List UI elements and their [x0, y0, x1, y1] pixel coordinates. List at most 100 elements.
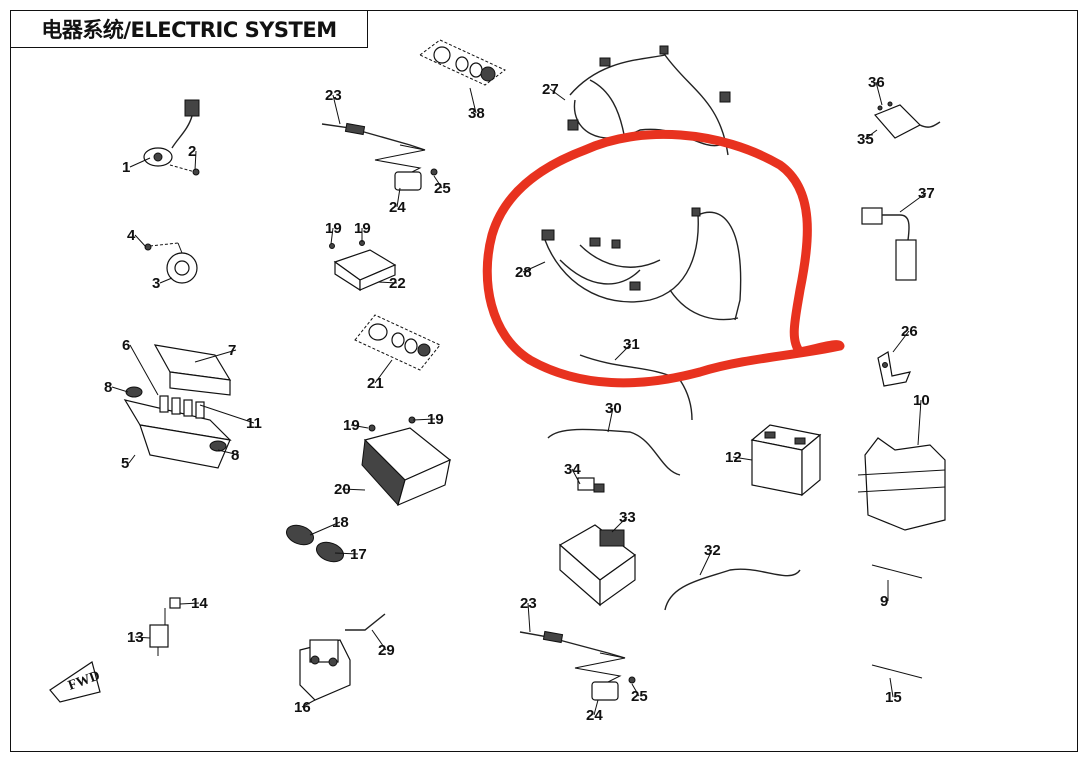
- wire-31-drawing: [579, 354, 693, 421]
- part-number-label: 4: [127, 227, 136, 244]
- connector-34-drawing: [577, 477, 605, 493]
- leader-line: [128, 454, 136, 464]
- leader-line: [469, 87, 477, 114]
- part-number-label: 13: [127, 629, 144, 646]
- leader-line: [330, 227, 334, 245]
- leader-line: [301, 699, 316, 708]
- switch-kit-drawing: [354, 314, 441, 371]
- leader-line: [371, 629, 387, 651]
- part-number-label: 35: [857, 131, 874, 148]
- part-number-label: 23: [520, 595, 537, 612]
- relay-part-drawing: [149, 597, 181, 656]
- leader-line: [864, 129, 878, 140]
- leader-line: [549, 88, 566, 101]
- leader-line: [593, 699, 599, 716]
- ignition-coil-top-drawing: [321, 122, 438, 191]
- part-number-label: 25: [434, 180, 451, 197]
- leader-line: [129, 157, 151, 168]
- wire-29-drawing: [345, 613, 386, 631]
- sub-harness-drawing: [541, 207, 742, 321]
- leader-line: [892, 330, 910, 353]
- part-number-label: 11: [246, 415, 262, 432]
- red-annotation-circle: [482, 129, 845, 388]
- leader-line: [134, 234, 147, 248]
- part-number-label: 19: [427, 411, 444, 428]
- leader-line: [699, 549, 713, 576]
- leader-line: [631, 683, 640, 697]
- part-number-label: 14: [191, 595, 208, 612]
- part-number-label: 36: [868, 74, 885, 91]
- cdi-module-drawing: [329, 240, 397, 292]
- part-number-label: 19: [343, 417, 360, 434]
- wire-30-drawing: [547, 428, 681, 476]
- leader-line: [350, 424, 369, 429]
- leader-line: [217, 449, 240, 456]
- leader-line: [614, 343, 632, 361]
- leader-line: [396, 187, 401, 208]
- leader-line: [527, 602, 531, 633]
- wire-15-drawing: [871, 664, 923, 679]
- wire-9-drawing: [871, 564, 923, 579]
- starter-relay-drawing: [299, 639, 351, 701]
- part-number-label: 8: [231, 447, 239, 464]
- part-number-label: 38: [468, 105, 485, 122]
- leader-line: [199, 404, 255, 424]
- part-number-label: 21: [367, 375, 384, 392]
- wire-32-drawing: [664, 568, 801, 611]
- part-number-label: 15: [885, 689, 902, 706]
- leader-line: [159, 277, 173, 284]
- leader-line: [309, 521, 341, 536]
- leader-line: [194, 349, 237, 363]
- diagram-frame: [10, 10, 1078, 752]
- part-number-label: 24: [586, 707, 603, 724]
- part-number-label: 32: [704, 542, 721, 559]
- part-number-label: 25: [631, 688, 648, 705]
- leader-line: [412, 418, 436, 421]
- part-number-label: 31: [623, 336, 640, 353]
- part-number-label: 3: [152, 275, 160, 292]
- part-number-label: 10: [913, 392, 930, 409]
- leader-line: [732, 456, 753, 461]
- part-number-label: 6: [122, 337, 130, 354]
- leader-line: [194, 150, 197, 171]
- leader-line: [917, 399, 922, 446]
- ignition-coil-bottom-drawing: [519, 630, 636, 701]
- part-number-label: 1: [122, 159, 130, 176]
- part-number-label: 7: [228, 342, 236, 359]
- part-number-label: 9: [880, 593, 888, 610]
- leader-line: [433, 175, 443, 189]
- part-number-label: 33: [619, 509, 636, 526]
- part-number-label: 5: [121, 455, 129, 472]
- part-number-label: 37: [918, 185, 935, 202]
- part-number-label: 24: [389, 199, 406, 216]
- leader-line: [374, 359, 393, 384]
- leader-line: [179, 602, 200, 605]
- fwd-arrow: FWD: [49, 661, 102, 703]
- leader-line: [341, 488, 366, 491]
- sensor-35-drawing: [873, 101, 941, 139]
- fuse-box-part-drawing: [123, 344, 232, 469]
- part-number-label: 22: [389, 275, 406, 292]
- sensor-37-drawing: [861, 207, 917, 281]
- part-number-label: 27: [542, 81, 559, 98]
- part-number-label: 30: [605, 400, 622, 417]
- part-number-label: 19: [325, 220, 342, 237]
- part-number-label: 17: [350, 546, 367, 563]
- regulator-drawing: [361, 416, 452, 507]
- leader-line: [334, 552, 359, 555]
- part-number-label: 2: [188, 143, 196, 160]
- leader-line: [332, 94, 341, 125]
- part-number-label: 34: [564, 461, 581, 478]
- horn-part-drawing: [144, 242, 198, 284]
- leader-line: [129, 344, 159, 396]
- part-number-label: 12: [725, 449, 742, 466]
- part-number-label: 26: [901, 323, 918, 340]
- ecu-box-drawing: [558, 524, 637, 607]
- leader-line: [377, 281, 398, 284]
- part-number-label: 23: [325, 87, 342, 104]
- part-number-label: 18: [332, 514, 349, 531]
- switch-kit-top-drawing: [419, 39, 506, 86]
- title-box: 电器系统/ELECTRIC SYSTEM: [10, 10, 368, 48]
